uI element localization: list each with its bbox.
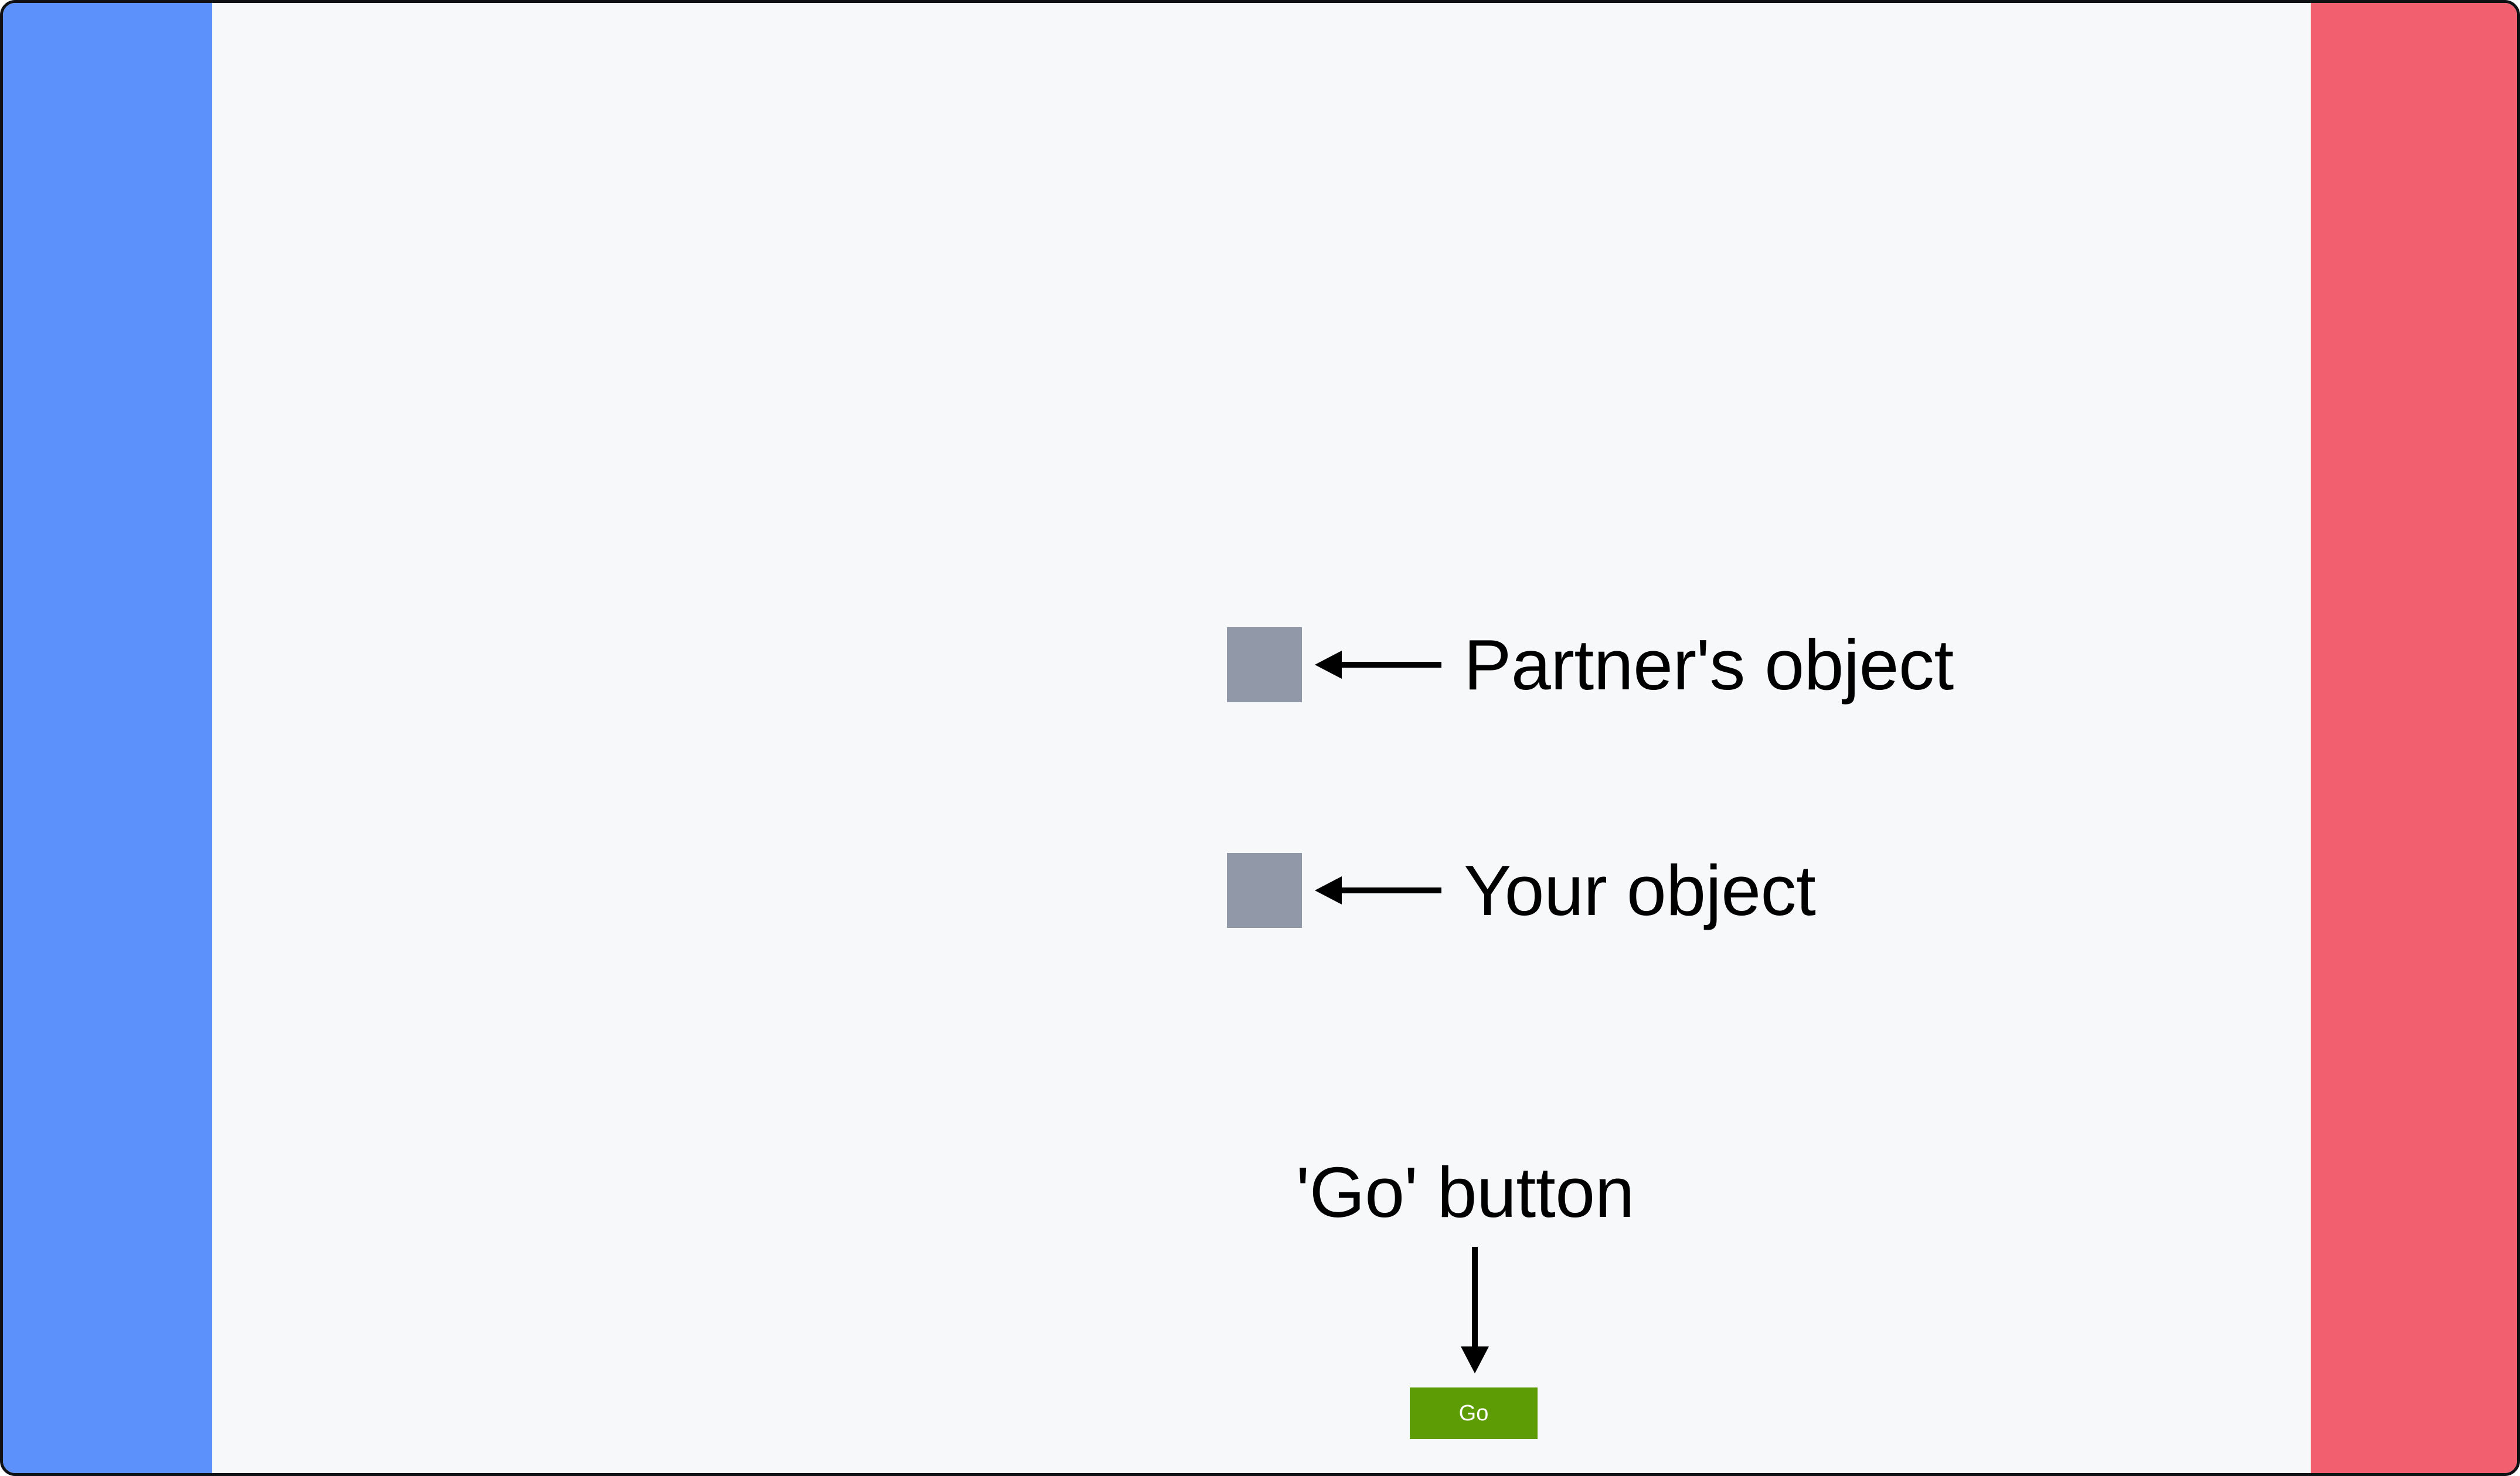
- partner-object-label: Partner's object: [1464, 625, 1954, 705]
- arrow-down-icon: [1461, 1247, 1489, 1373]
- your-object-square[interactable]: [1227, 853, 1302, 928]
- your-object-label: Your object: [1464, 851, 1816, 930]
- partner-object-callout: Partner's object: [1227, 627, 1954, 702]
- left-player-zone: [3, 3, 212, 1473]
- right-player-zone: [2311, 3, 2517, 1473]
- game-stage: Partner's object Your object 'Go' button…: [212, 3, 2311, 1473]
- arrow-left-icon: [1315, 651, 1441, 679]
- go-button[interactable]: Go: [1410, 1387, 1538, 1439]
- your-object-callout: Your object: [1227, 851, 1816, 930]
- partner-object-square[interactable]: [1227, 627, 1302, 702]
- go-button-callout-label: 'Go' button: [1296, 1152, 1634, 1232]
- arrow-left-icon: [1315, 876, 1441, 904]
